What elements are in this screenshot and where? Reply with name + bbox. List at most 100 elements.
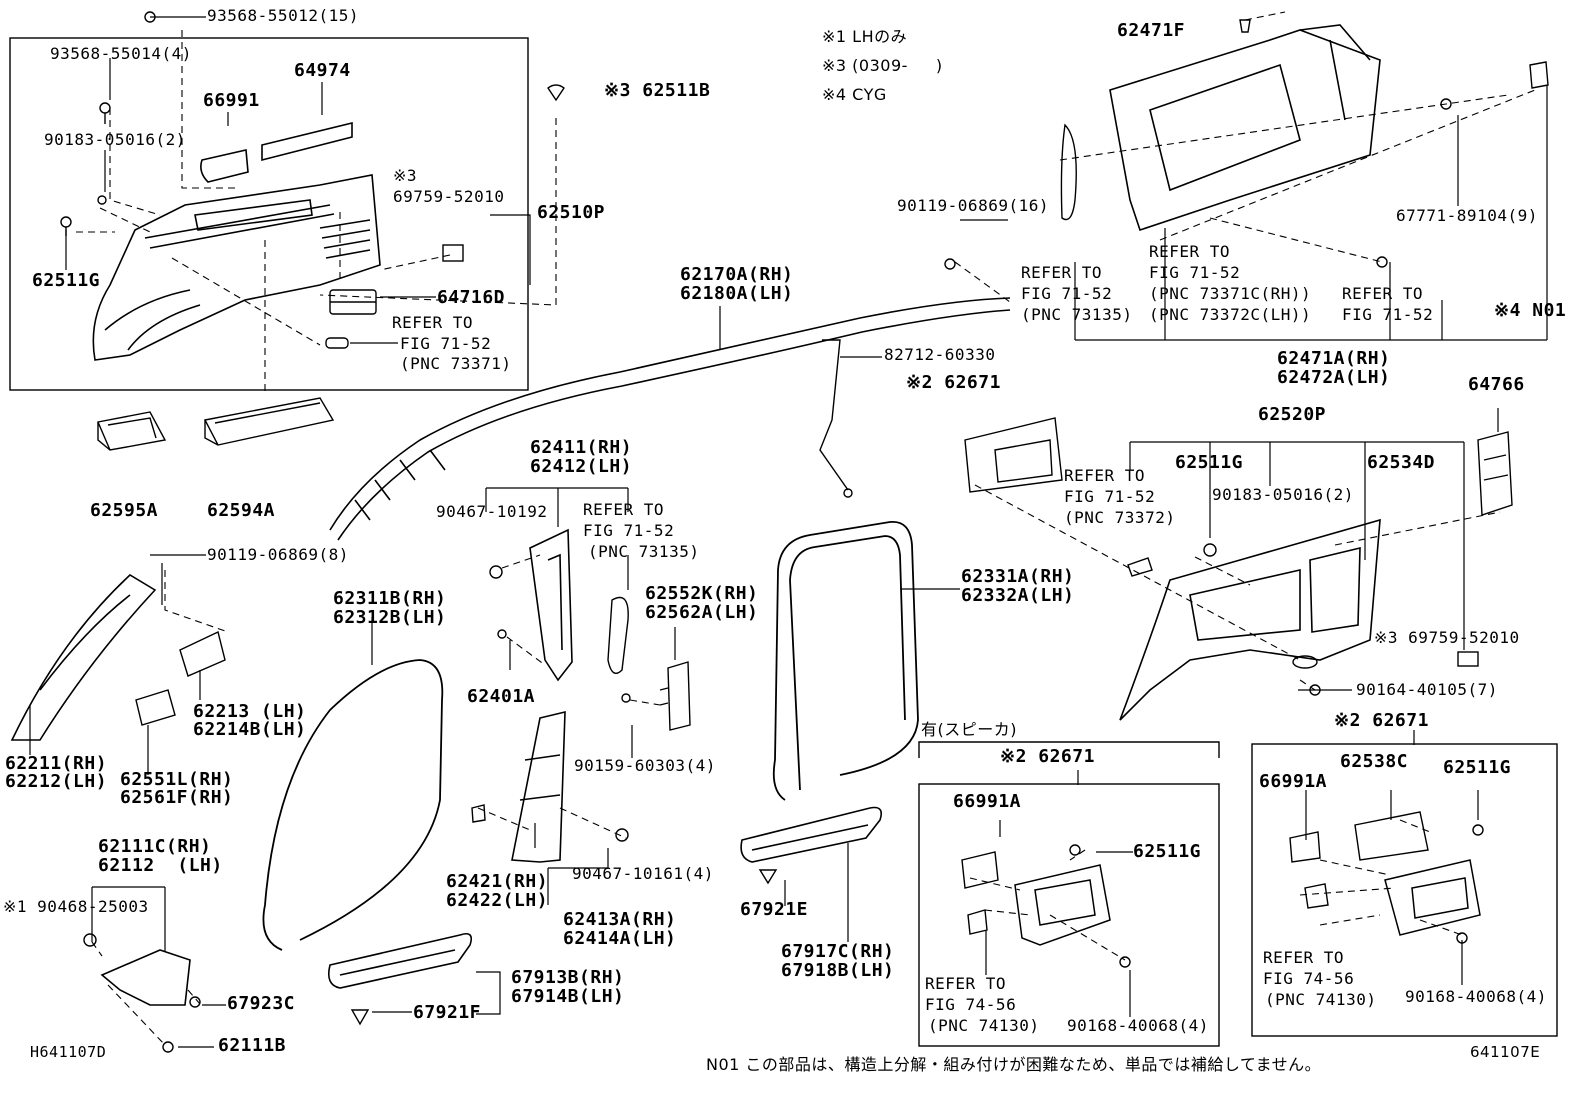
part-62511b: [547, 84, 565, 102]
ref-73135-b3: (PNC 73135): [588, 542, 700, 561]
label-90183-05016-a: 90183-05016(2): [44, 130, 186, 149]
part-67913b: [327, 932, 473, 989]
label-90467-10192: 90467-10192: [436, 502, 548, 521]
part-62671-a: [964, 417, 1063, 493]
clip-67771: [1376, 98, 1452, 268]
label-62510p: 62510P: [537, 202, 606, 223]
part-67917c: [740, 806, 883, 863]
label-62411: 62411(RH): [530, 437, 633, 458]
label-62472a: 62472A(LH): [1277, 367, 1391, 388]
part-62213: [179, 631, 226, 677]
part-73372-clip: [1127, 557, 1153, 577]
ref-73371-3: (PNC 73371): [400, 354, 512, 373]
clip-90468: [83, 933, 97, 947]
ref-73135-b1: REFER TO: [583, 500, 665, 519]
clip-small: [325, 337, 349, 349]
label-66991a-b: 66991A: [953, 791, 1022, 812]
note-4: ※4 CYG: [822, 85, 887, 104]
screw-90467-10192: [489, 565, 503, 579]
screw-62111b: [162, 1041, 174, 1053]
label-64766: 64766: [1468, 374, 1525, 395]
label-62511g-d: 62511G: [1443, 757, 1512, 778]
part-62471f: [1239, 19, 1251, 33]
screw-62401a: [497, 629, 507, 639]
label-62212: 62212(LH): [5, 771, 108, 792]
part-74130-b: [967, 909, 988, 935]
part-62534d: [1292, 655, 1318, 669]
label-62471f: 62471F: [1117, 20, 1186, 41]
label-90159: 90159-60303(4): [574, 756, 716, 775]
part-62551l: [135, 689, 176, 726]
label-90119-8: 90119-06869(8): [207, 545, 349, 564]
label-62671-b: ※2 62671: [1000, 746, 1095, 767]
label-93568-55012: 93568-55012(15): [207, 6, 359, 25]
label-62311b: 62311B(RH): [333, 588, 447, 609]
ref-73372-1: REFER TO: [1064, 466, 1146, 485]
ref-73135-b2: FIG 71-52: [583, 521, 675, 540]
part-82712: [819, 339, 853, 498]
ref-top-2: FIG 71-52: [1342, 305, 1434, 324]
part-62411: [529, 528, 573, 682]
label-90168-b: 90168-40068(4): [1067, 1016, 1209, 1035]
label-62594a: 62594A: [207, 500, 276, 521]
code-right: 641107E: [1470, 1043, 1541, 1061]
label-62211: 62211(RH): [5, 753, 108, 774]
clip-67923c: [189, 996, 201, 1008]
label-82712: 82712-60330: [884, 345, 996, 364]
part-64716d: [329, 289, 377, 315]
part-62170a: [329, 297, 1011, 541]
label-n01: ※4 N01: [1494, 300, 1567, 321]
note-3: ※3 (0309- ): [822, 56, 943, 75]
part-n01: [1529, 61, 1549, 89]
note-1: ※1 LHのみ: [822, 27, 908, 46]
label-67771: 67771-89104(9): [1396, 206, 1538, 225]
screw-90168-b: [1119, 956, 1131, 968]
label-62511g-a: 62511G: [32, 270, 101, 291]
label-62112: 62112 (LH): [98, 855, 223, 876]
screws-upper-left: [60, 11, 156, 236]
part-62471a: [1109, 24, 1381, 232]
label-62511g-b: 62511G: [1175, 452, 1244, 473]
label-62422: 62422(LH): [446, 890, 549, 911]
label-62213: 62213 (LH): [193, 701, 307, 722]
screw-90164: [1309, 684, 1321, 696]
footer-note: N01 この部品は、構造上分解・組み付けが困難なため、単品では補給してません。: [706, 1055, 1322, 1074]
label-67918b: 67918B(LH): [781, 960, 895, 981]
ref-73371-1: REFER TO: [392, 313, 474, 332]
part-66991a-c: [1289, 831, 1321, 863]
label-62111b: 62111B: [218, 1035, 287, 1056]
label-93568-55014: 93568-55014(4): [50, 44, 192, 63]
part-69759-b: [1457, 651, 1479, 667]
label-67923c: 67923C: [227, 993, 296, 1014]
part-62111c: [100, 949, 191, 1006]
label-62312b: 62312B(LH): [333, 607, 447, 628]
label-speaker-header: 有(スピーカ): [921, 720, 1017, 739]
label-62671-a: ※2 62671: [906, 372, 1001, 393]
part-74130-c: [1304, 883, 1329, 909]
part-62671-b: [1014, 864, 1111, 946]
part-62595a: [97, 411, 167, 451]
part-62421: [471, 804, 486, 823]
label-62511g-c: 62511G: [1133, 841, 1202, 862]
label-62170a: 62170A(RH): [680, 264, 794, 285]
part-73135-b: [607, 596, 629, 674]
ref-74130-b3: (PNC 74130): [928, 1016, 1040, 1035]
ref-7337x-2: FIG 71-52: [1149, 263, 1241, 282]
label-67917c: 67917C(RH): [781, 941, 895, 962]
label-62671-c: ※2 62671: [1334, 710, 1429, 731]
part-62671-c: [1384, 859, 1481, 936]
screw-62511g-d: [1472, 824, 1484, 836]
label-note-x3: ※3: [393, 166, 418, 185]
ref-74130-c1: REFER TO: [1263, 948, 1345, 967]
screw-62511g-c: [1069, 844, 1081, 856]
label-62562a: 62562A(LH): [645, 602, 759, 623]
label-62180a: 62180A(LH): [680, 283, 794, 304]
label-62538c: 62538C: [1340, 751, 1409, 772]
label-69759-b: ※3 69759-52010: [1374, 628, 1520, 647]
clip-90467-10161: [615, 828, 629, 842]
label-62414a: 62414A(LH): [563, 928, 677, 949]
ref-74130-c2: FIG 74-56: [1263, 969, 1355, 988]
label-90168-c: 90168-40068(4): [1405, 987, 1547, 1006]
label-62561f: 62561F(RH): [120, 787, 234, 808]
